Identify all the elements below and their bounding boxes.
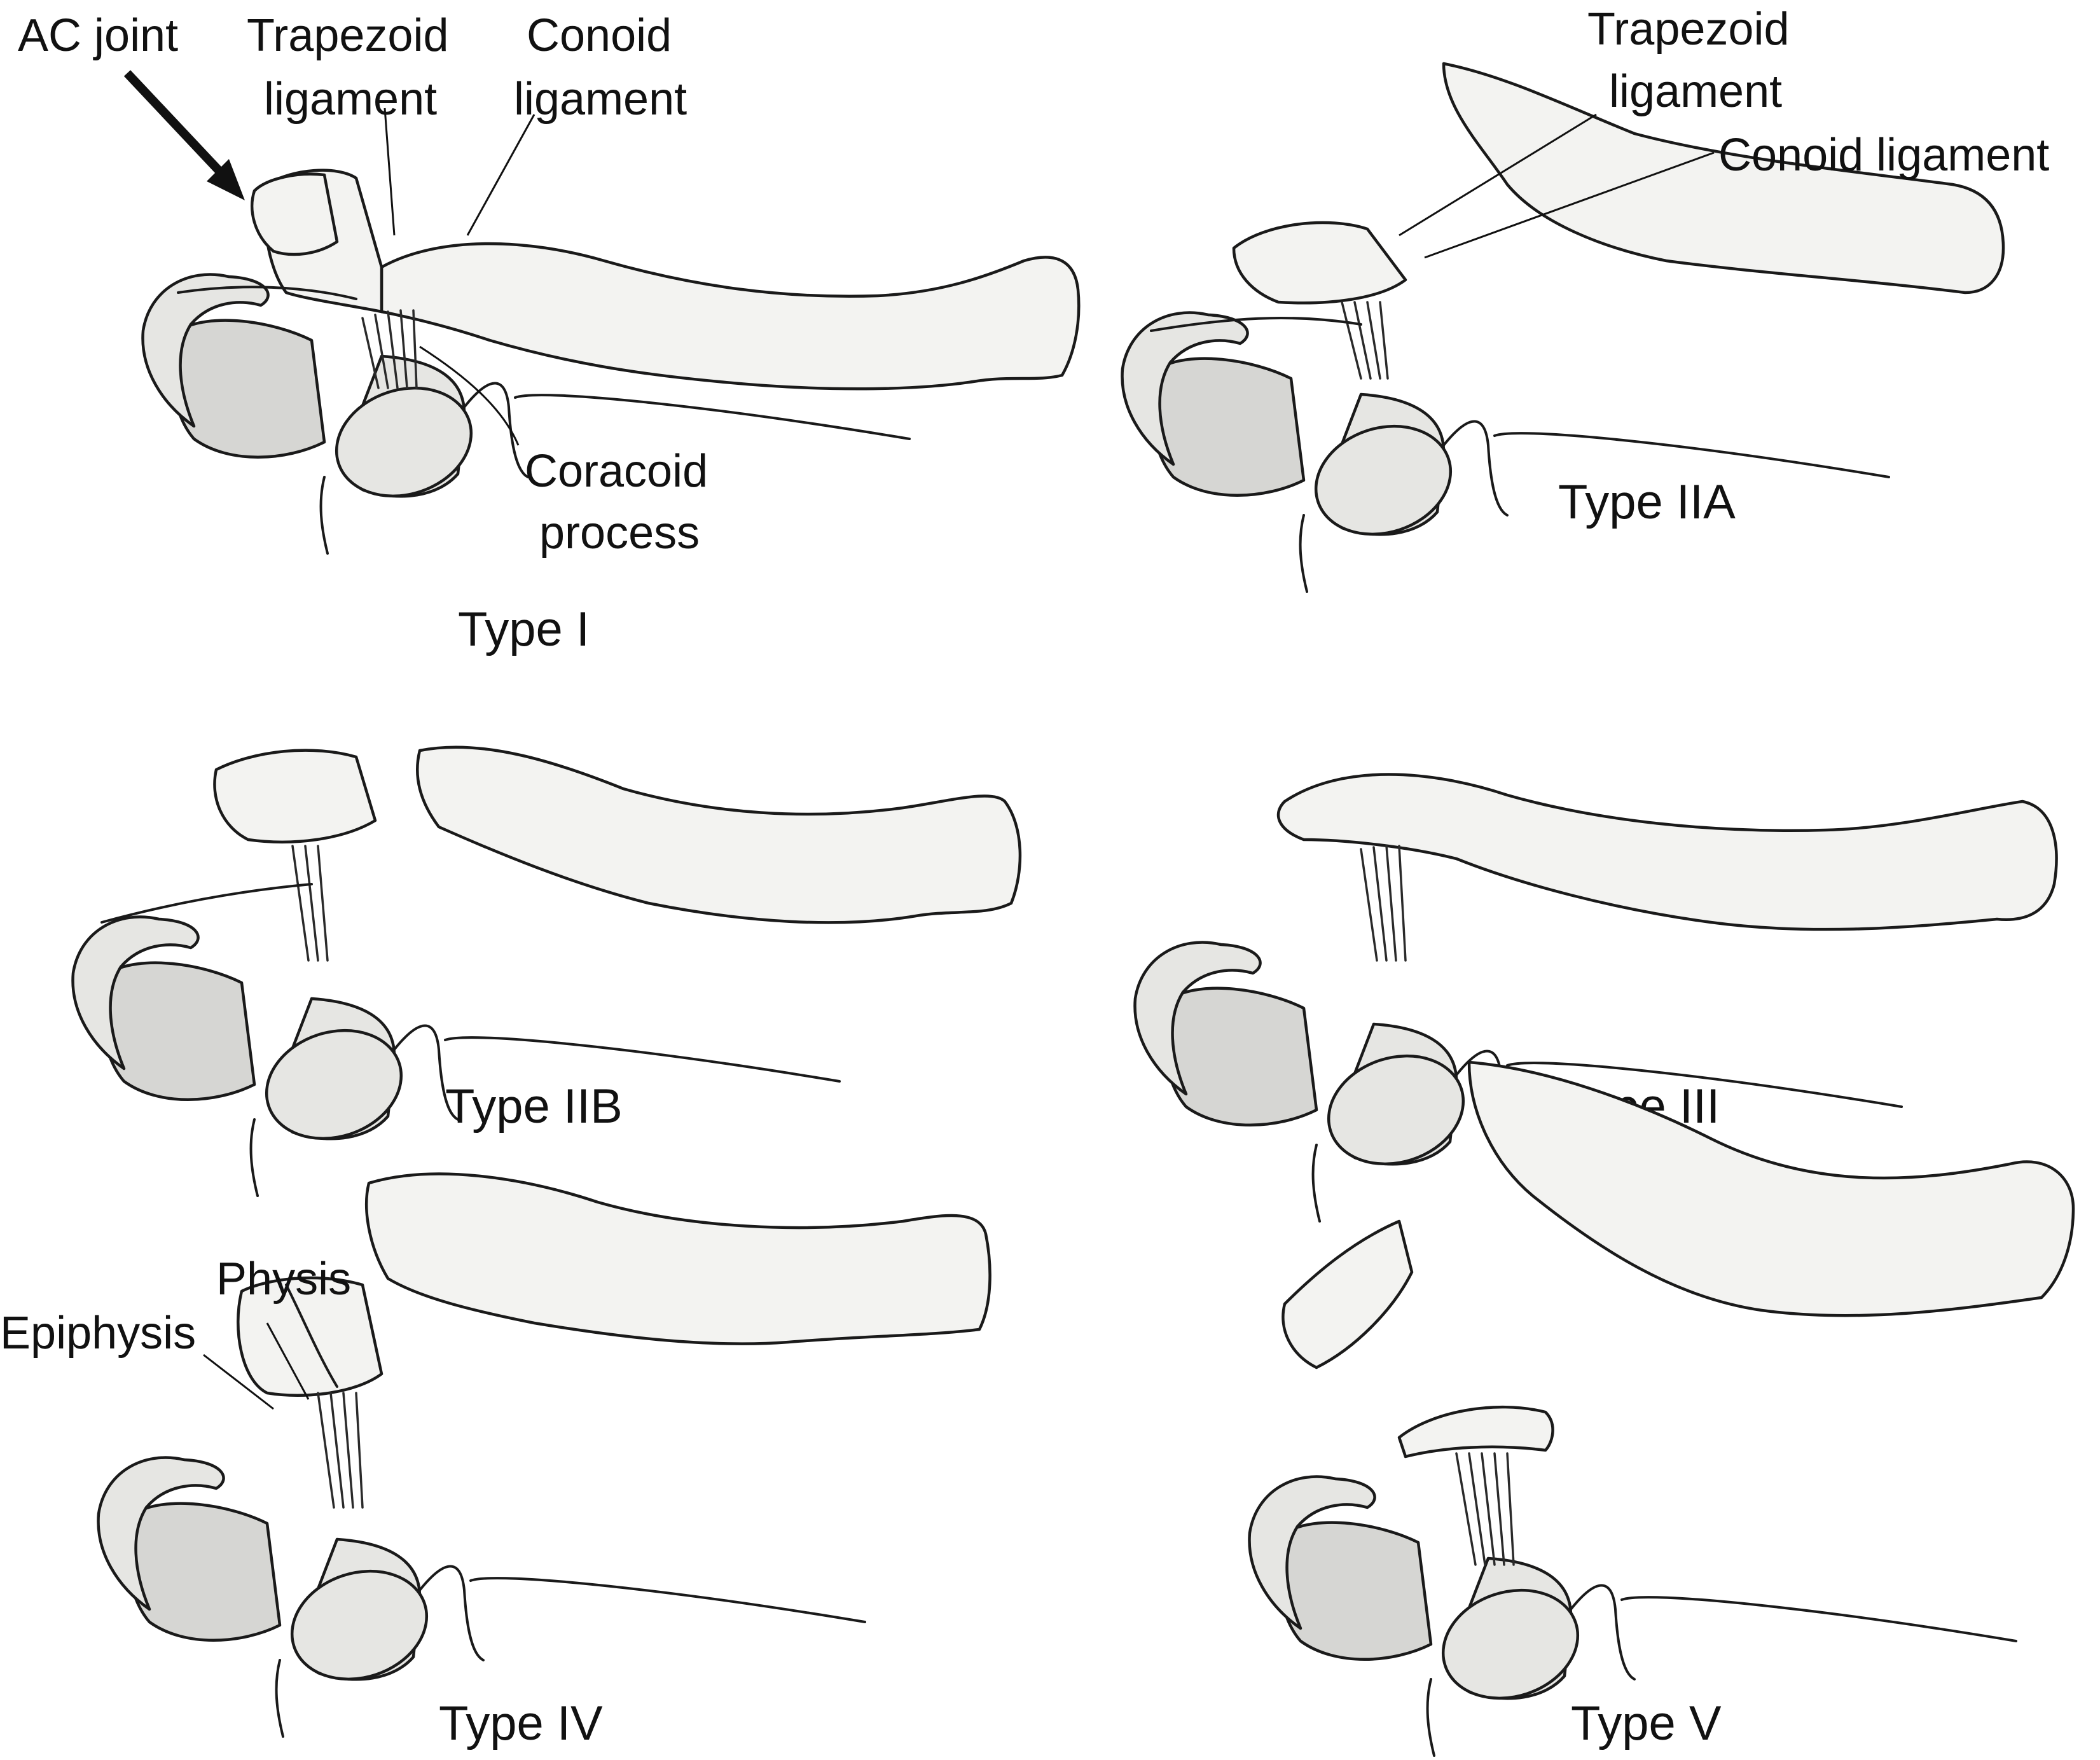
caption-type-iia: Type IIA [1558,475,1736,529]
panel-type-iib: Type IIB [73,745,1022,1196]
caption-type-iv: Type IV [439,1696,603,1750]
panel-type-iv: Physis Epiphysis Type IV [0,1172,991,1750]
label-conoid: Conoid [527,10,672,61]
caption-type-iib: Type IIB [445,1079,623,1133]
ac-joint-arrow [123,70,233,184]
panel-type-iia: Trapezoid ligament Conoid ligament Type … [1123,4,2049,592]
label-trapezoid: Trapezoid [247,10,449,61]
label-ac-joint: AC joint [18,10,178,61]
label-physis: Physis [216,1254,351,1305]
label-iia-trapezoid-ligament: ligament [1609,66,1782,117]
label-iia-trapezoid: Trapezoid [1587,4,1790,55]
label-coracoid: Coracoid [525,446,708,497]
label-epiphysis: Epiphysis [0,1308,196,1359]
label-trapezoid-ligament: ligament [264,74,437,125]
label-iia-conoid-ligament: Conoid ligament [1718,130,2049,181]
caption-type-v: Type V [1571,1696,1722,1750]
panel-type-v: Type V [1250,1060,2075,1756]
caption-type-i: Type I [458,602,590,656]
label-coracoid-process: process [539,508,700,558]
ac-joint-arrowhead [207,159,245,200]
panel-type-i: AC joint Trapezoid ligament Conoid ligam… [18,10,1079,656]
label-conoid-ligament: ligament [514,74,687,125]
